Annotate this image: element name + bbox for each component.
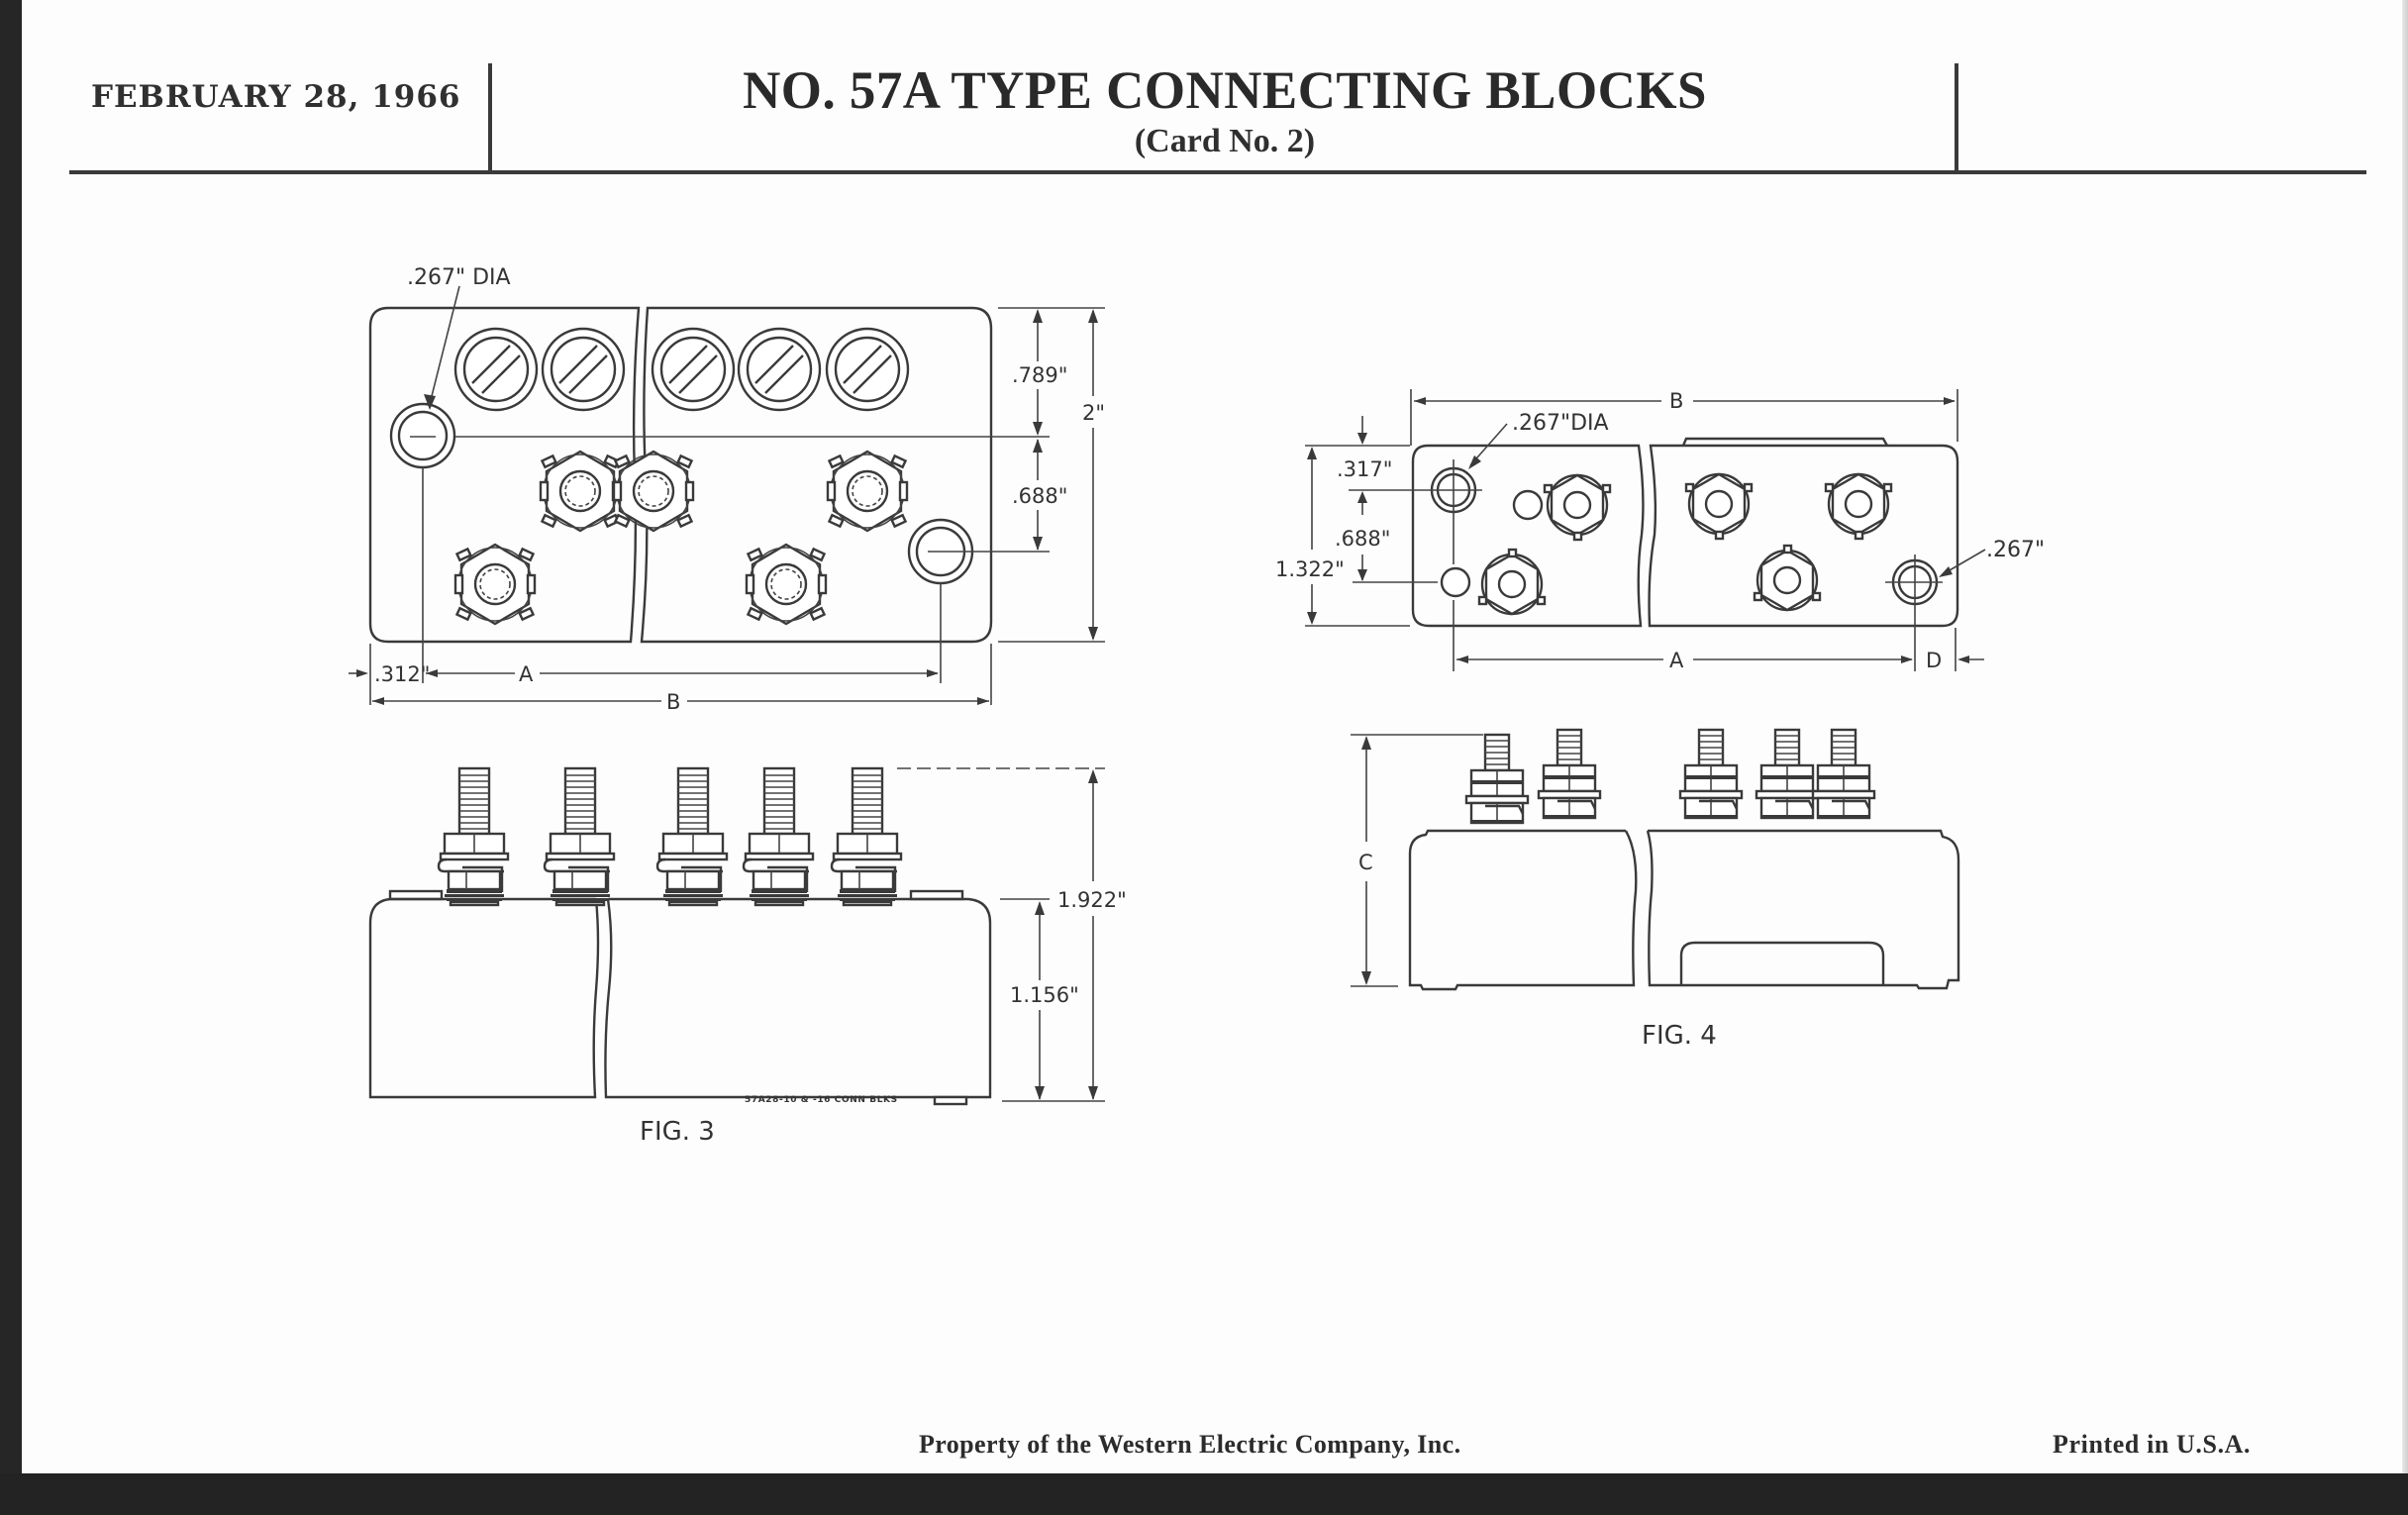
fig4-dim-688: .688" <box>1335 527 1390 551</box>
terminal-nut-icon <box>612 450 695 533</box>
screw-cap-icon <box>651 327 736 412</box>
header-divider-left <box>488 63 492 170</box>
terminal-post-icon <box>655 766 729 907</box>
terminal-post-icon <box>742 766 815 907</box>
fig3-dim-a: A <box>519 662 534 686</box>
scan-border-right <box>2402 0 2408 1475</box>
fig4-top-block-right <box>1648 444 1959 628</box>
fig4-right-hole-label: .267" <box>1986 538 2045 562</box>
fig3-dim-312: .312" <box>374 662 430 686</box>
fig4-top-block-left <box>1411 444 1645 628</box>
footer-ownership: Property of the Western Electric Company… <box>919 1430 1461 1459</box>
fig4-dim-b: B <box>1669 389 1683 413</box>
leader-line <box>429 285 460 405</box>
fig3-dim-688: .688" <box>1012 484 1067 508</box>
screw-cap-icon <box>737 327 822 412</box>
terminal-post-icon <box>437 766 510 907</box>
card-title: NO. 57A TYPE CONNECTING BLOCKS <box>743 60 1707 120</box>
terminal-post-icon <box>1755 728 1820 820</box>
fig3-top-block-right <box>640 306 993 644</box>
mounting-hole-icon <box>1349 459 1482 564</box>
terminal-post-icon <box>1811 728 1876 820</box>
fig3-caption: FIG. 3 <box>640 1117 715 1147</box>
fig4-hole-label: .267"DIA <box>1512 411 1609 436</box>
terminal-nut-icon <box>1543 473 1612 542</box>
header-divider-right <box>1955 63 1958 170</box>
fig4-dim-317: .317" <box>1337 457 1392 481</box>
scan-border-left <box>0 0 22 1515</box>
header-rule <box>69 170 2366 174</box>
scan-border-bottom <box>0 1473 2408 1515</box>
fig3-drawing-note: 57A28-10 & -16 CONN BLKS <box>745 1095 898 1105</box>
fig4-side-view: C FIG. 4 <box>1351 728 1960 1051</box>
fig4-caption: FIG. 4 <box>1642 1021 1717 1051</box>
terminal-post-icon <box>1537 728 1602 820</box>
terminal-post-icon <box>1464 733 1530 825</box>
reference-card <box>22 0 2402 1473</box>
fig4-dim-1322: 1.322" <box>1275 557 1345 581</box>
fig4-side-block-left <box>1408 829 1638 991</box>
fig3-dim-2in: 2" <box>1082 401 1105 425</box>
fig3-hole-label: .267" DIA <box>407 265 511 290</box>
fig4-dim-d: D <box>1926 649 1942 672</box>
fig3-side-view: 1.922" 1.156" 57A28-10 & -16 CONN BLKS F… <box>368 766 1127 1147</box>
fig3-dim-1922: 1.922" <box>1057 888 1127 912</box>
terminal-post-icon <box>830 766 903 907</box>
small-hole-icon <box>1440 566 1471 598</box>
fig4-top-view: .267"DIA .267" B .317" .688" 1.322" A <box>1275 389 2045 672</box>
fig3-dim-1156: 1.156" <box>1010 983 1079 1007</box>
small-hole-icon <box>1512 489 1544 521</box>
mounting-hole-icon <box>907 518 1050 585</box>
terminal-nut-icon <box>1684 472 1754 541</box>
terminal-nut-icon <box>1753 544 1822 612</box>
screw-cap-icon <box>825 327 910 412</box>
terminal-nut-icon <box>539 450 622 533</box>
fig3-side-block-right <box>604 897 992 1099</box>
terminal-nut-icon <box>826 450 909 533</box>
screw-cap-icon <box>541 327 626 412</box>
fig3-side-block-left <box>368 897 600 1099</box>
terminal-nut-icon <box>453 543 537 626</box>
terminal-nut-icon <box>1824 472 1893 541</box>
footer-printed: Printed in U.S.A. <box>2053 1430 2252 1459</box>
screw-cap-icon <box>453 327 539 412</box>
fig3-dim-b: B <box>666 690 680 714</box>
mounting-hole-icon <box>389 402 456 469</box>
terminal-nut-icon <box>745 543 828 626</box>
terminal-nut-icon <box>1477 548 1547 616</box>
fig4-dim-a: A <box>1669 649 1684 672</box>
card-subtitle: (Card No. 2) <box>1134 123 1316 159</box>
terminal-post-icon <box>1678 728 1744 820</box>
fig3-top-view: .267" DIA .789" .688" 2" .312" A <box>349 265 1105 714</box>
mounting-hole-icon <box>1885 555 1943 671</box>
fig4-side-block-right <box>1646 829 1960 990</box>
terminal-post-icon <box>543 766 616 907</box>
card-date: FEBRUARY 28, 1966 <box>91 79 461 115</box>
fig3-dim-789: .789" <box>1012 363 1067 387</box>
fig3-top-block-left <box>368 306 641 644</box>
fig4-dim-c: C <box>1358 851 1373 874</box>
